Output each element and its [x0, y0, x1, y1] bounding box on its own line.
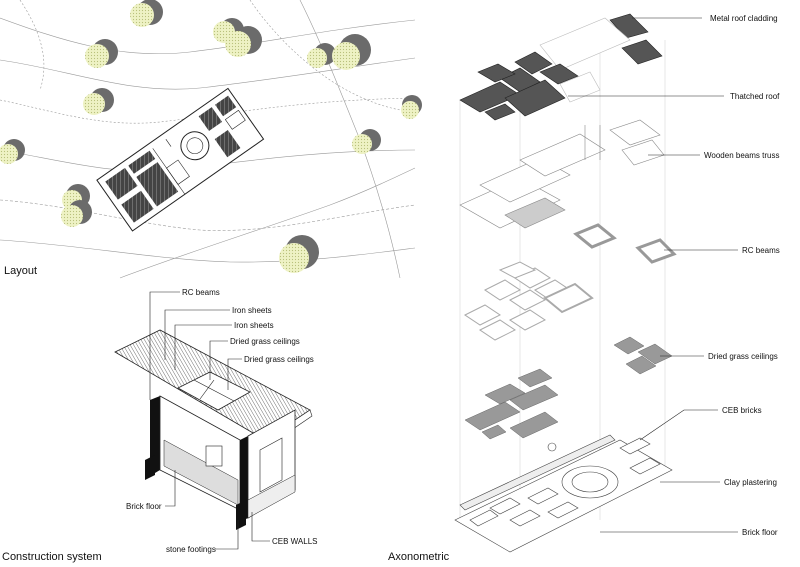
construction-skylight [177, 371, 251, 411]
label-clay-plastering: Clay plastering [724, 478, 777, 487]
metal-roof-cladding-layer [539, 13, 663, 71]
layout-caption: Layout [4, 265, 37, 277]
wooden-beams-truss-layer [459, 119, 665, 229]
frame-grid-layer [464, 261, 594, 341]
label-brick-floor-axon: Brick floor [742, 528, 778, 537]
rc-beams-layer [573, 223, 677, 264]
layout-panel: Layout [0, 0, 422, 279]
construction-panel: RC beams Iron sheets Iron sheets Dried g… [2, 288, 318, 563]
label-wooden-beams-truss: Wooden beams truss [704, 151, 779, 160]
ceb-bricks-layer [464, 368, 559, 440]
site-contours [0, 0, 416, 279]
label-rc-beams: RC beams [182, 288, 220, 297]
label-rc-beams-axon: RC beams [742, 246, 780, 255]
axon-leaders [568, 17, 738, 533]
label-metal-roof-cladding: Metal roof cladding [710, 14, 778, 23]
construction-walls [145, 395, 296, 530]
construction-leaders [149, 291, 270, 550]
label-stone-footings: stone footings [166, 545, 216, 554]
floor-plan-axon [454, 434, 673, 553]
label-dried-grass-2: Dried grass ceilings [244, 355, 314, 364]
label-ceb-walls: CEB WALLS [272, 537, 318, 546]
dried-grass-ceilings-layer [613, 336, 673, 375]
thatched-roof-layer [459, 51, 601, 121]
label-iron-sheets-1: Iron sheets [232, 306, 272, 315]
label-thatched-roof: Thatched roof [730, 92, 780, 101]
label-ceb-bricks: CEB bricks [722, 406, 762, 415]
label-dried-grass-1: Dried grass ceilings [230, 337, 300, 346]
label-brick-floor: Brick floor [126, 502, 162, 511]
building-plan [96, 87, 265, 232]
axonometric-caption: Axonometric [388, 551, 450, 563]
label-dried-grass-ceilings-axon: Dried grass ceilings [708, 352, 778, 361]
axonometric-panel: Metal roof cladding Thatched roof Wooden… [388, 13, 780, 563]
tree-canopy-icon [0, 0, 422, 273]
label-iron-sheets-2: Iron sheets [234, 321, 274, 330]
construction-caption: Construction system [2, 551, 102, 563]
